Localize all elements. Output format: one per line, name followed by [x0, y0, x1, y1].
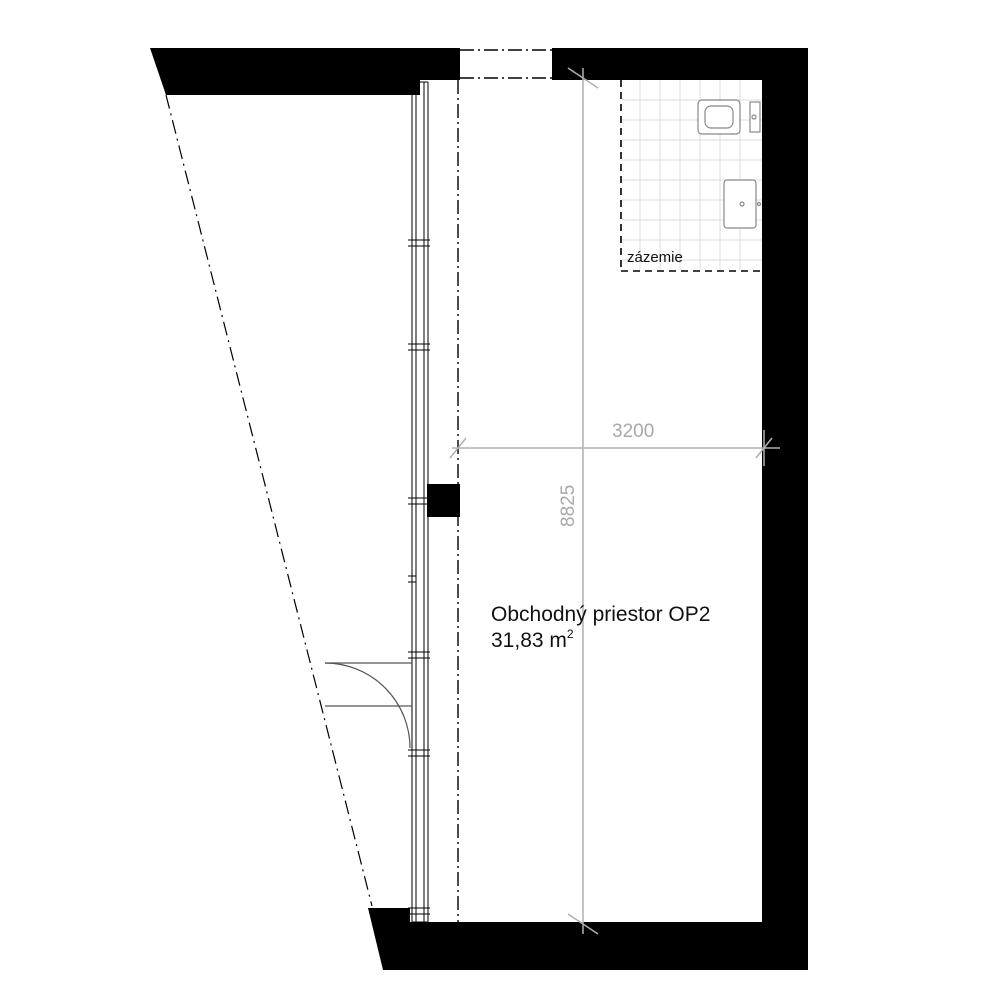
tile-grid [622, 80, 762, 270]
wall-bottom [368, 908, 808, 970]
room-area-value: 31,83 m [491, 629, 567, 652]
top-opening [460, 49, 552, 79]
column-icon [427, 484, 460, 517]
washbasin-icon [723, 179, 762, 229]
overhang-projection-line [165, 94, 373, 907]
wall-top-right [552, 48, 808, 80]
zazemie-zone: zázemie [620, 80, 762, 272]
toilet-icon [697, 99, 761, 135]
wall-right [762, 48, 808, 970]
zone-label: zázemie [627, 249, 683, 266]
width-dimension-label: 3200 [612, 421, 654, 442]
mullions [408, 239, 430, 915]
wall-top-left [150, 48, 460, 95]
room-name-label: Obchodný priestor OP2 [491, 603, 710, 626]
dimension-lines [449, 67, 780, 935]
room-area-exponent: 2 [567, 627, 574, 641]
walls [150, 48, 808, 970]
door-swing-icon [324, 662, 412, 749]
zone-boundary [620, 80, 762, 272]
length-dimension-label: 8825 [558, 485, 579, 527]
glazed-facade [408, 81, 430, 923]
room-area-label: 31,83 m2 [491, 627, 574, 652]
